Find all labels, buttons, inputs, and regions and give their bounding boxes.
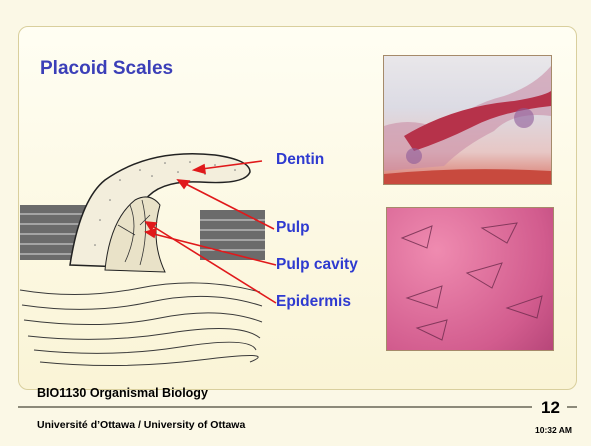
micrograph-histology [383, 55, 552, 185]
page-number: 12 [541, 398, 560, 418]
clock-time: 10:32 AM [535, 425, 572, 435]
university-name: Université d’Ottawa / University of Otta… [37, 419, 245, 431]
label-epidermis: Epidermis [276, 293, 351, 311]
dermis-layer [20, 283, 262, 366]
label-pulp-cavity: Pulp cavity [276, 256, 358, 274]
epidermis-cells-right [200, 210, 265, 260]
label-pulp: Pulp [276, 219, 310, 237]
micrograph-skin-surface [386, 207, 554, 351]
course-name: BIO1130 Organismal Biology [37, 386, 208, 400]
footer-rule-left [18, 406, 532, 408]
footer-rule-right [567, 406, 577, 408]
label-dentin: Dentin [276, 151, 324, 169]
